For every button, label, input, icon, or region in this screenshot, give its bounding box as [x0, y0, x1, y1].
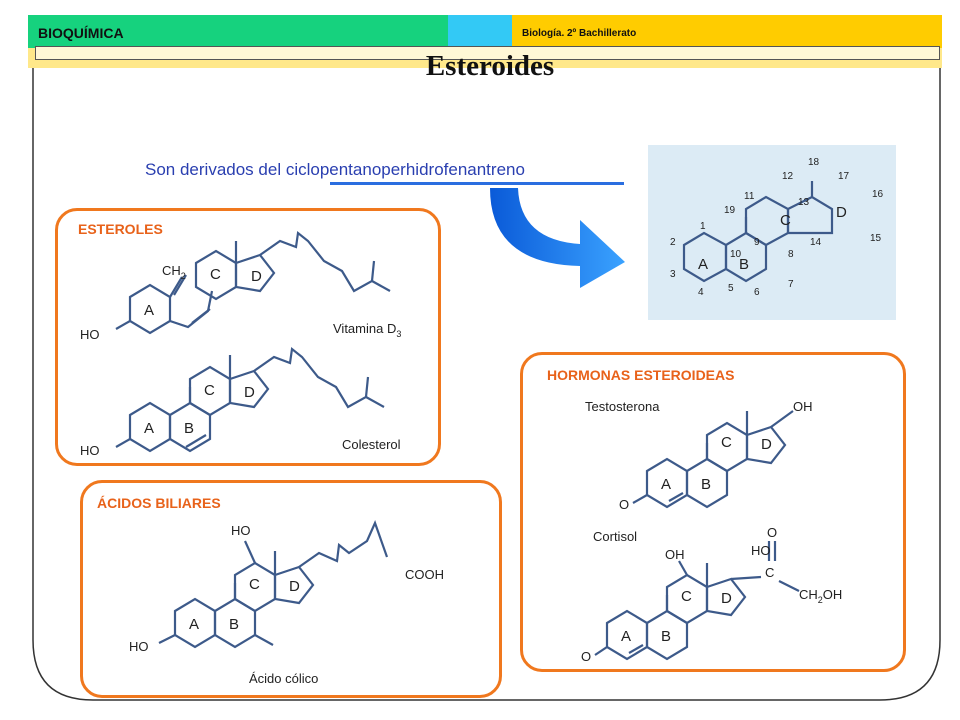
vitamina-d3-name: Vitamina D3	[333, 321, 401, 339]
acido-colico-diagram: HO HO COOH A B C D Ácido cólico	[129, 520, 444, 686]
ring-D: D	[244, 384, 255, 401]
cortisol-c: C	[765, 565, 774, 580]
colesterol-ho: HO	[80, 443, 100, 458]
carbon-number: 10	[730, 249, 742, 260]
ring-D: D	[251, 268, 262, 285]
hormonas-label: HORMONAS ESTEROIDEAS	[547, 367, 735, 383]
carbon-number: 6	[754, 287, 760, 298]
cortisol-o-top: O	[767, 525, 777, 540]
ring-A: A	[144, 420, 154, 437]
testosterona-o: O	[619, 497, 629, 512]
carbon-number: 3	[670, 269, 676, 280]
ring-A: A	[621, 628, 631, 645]
ring-C: C	[721, 434, 732, 451]
carbon-number: 14	[810, 237, 822, 248]
cortisol-ch2oh: CH2OH	[799, 587, 842, 605]
ring-C: C	[204, 382, 215, 399]
ring-A: A	[698, 256, 708, 273]
ring-D: D	[721, 590, 732, 607]
ring-D: D	[836, 204, 847, 221]
ciclopentanoperhidrofenantreno-diagram: A B C D 1 2 3 4 5 6 7 8 9 10 11 12 13 14…	[670, 157, 884, 298]
carbon-number: 5	[728, 283, 734, 294]
subtitle-underline	[330, 182, 624, 185]
ch2-label: CH2	[162, 263, 186, 281]
carbon-number: 13	[798, 197, 810, 208]
core-structure-panel: A B C D 1 2 3 4 5 6 7 8 9 10 11 12 13 14…	[648, 145, 896, 320]
acidos-biliares-label: ÁCIDOS BILIARES	[97, 495, 221, 511]
carbon-number: 1	[700, 221, 706, 232]
ring-A: A	[189, 616, 199, 633]
acido-colico-ho-top: HO	[231, 523, 251, 538]
page-title: Esteroides	[425, 50, 555, 82]
carbon-number: 17	[838, 171, 850, 182]
ring-B: B	[184, 420, 194, 437]
cortisol-name: Cortisol	[593, 529, 637, 544]
ring-B: B	[661, 628, 671, 645]
ring-A: A	[661, 476, 671, 493]
acido-colico-ho-left: HO	[129, 639, 149, 654]
vitd3-ho: HO	[80, 327, 100, 342]
testosterona-oh: OH	[793, 399, 813, 414]
testosterona-name: Testosterona	[585, 399, 660, 414]
carbon-number: 18	[808, 157, 820, 168]
ring-C: C	[780, 212, 791, 229]
ring-D: D	[289, 578, 300, 595]
carbon-number: 4	[698, 287, 704, 298]
ring-D: D	[761, 436, 772, 453]
header-course: Biología. 2º Bachillerato	[512, 15, 942, 48]
header-subject: BIOQUÍMICA	[28, 15, 448, 48]
ring-C: C	[249, 576, 260, 593]
carbon-number: 9	[754, 237, 760, 248]
hormonas-diagram: Testosterona OH O A B C D Cortisol OH HO…	[581, 399, 842, 664]
acido-colico-name: Ácido cólico	[249, 671, 318, 686]
carbon-number: 7	[788, 279, 794, 290]
header-subject-label: BIOQUÍMICA	[38, 25, 124, 41]
cooh-label: COOH	[405, 567, 444, 582]
header-underline	[35, 46, 940, 60]
carbon-number: 8	[788, 249, 794, 260]
cortisol-oh: OH	[665, 547, 685, 562]
ring-B: B	[739, 256, 749, 273]
acidos-biliares-panel: ÁCIDOS BILIARES HO HO COOH A B C D Ácido…	[80, 480, 502, 698]
cortisol-ho: HO	[751, 543, 771, 558]
carbon-number: 16	[872, 189, 884, 200]
carbon-number: 12	[782, 171, 794, 182]
ring-A: A	[144, 302, 154, 319]
carbon-number: 15	[870, 233, 882, 244]
cortisol-o: O	[581, 649, 591, 664]
header-course-label: Biología. 2º Bachillerato	[522, 28, 637, 39]
subtitle: Son derivados del ciclopentanoperhidrofe…	[145, 160, 525, 179]
esteroles-panel: ESTEROLES CH2 HO A C D Vitamina D3 HO A …	[55, 208, 441, 466]
esteroles-label: ESTEROLES	[78, 221, 163, 237]
carbon-number: 19	[724, 205, 736, 216]
curved-arrow-icon	[490, 188, 625, 288]
ring-B: B	[701, 476, 711, 493]
esteroles-diagram: CH2 HO A C D Vitamina D3 HO A B C D Cole…	[80, 230, 401, 458]
carbon-number: 11	[744, 191, 755, 202]
carbon-number: 2	[670, 237, 676, 248]
ring-B: B	[229, 616, 239, 633]
hormonas-panel: HORMONAS ESTEROIDEAS Testosterona OH O A…	[520, 352, 906, 672]
colesterol-name: Colesterol	[342, 437, 401, 452]
ring-C: C	[681, 588, 692, 605]
ring-C: C	[210, 266, 221, 283]
